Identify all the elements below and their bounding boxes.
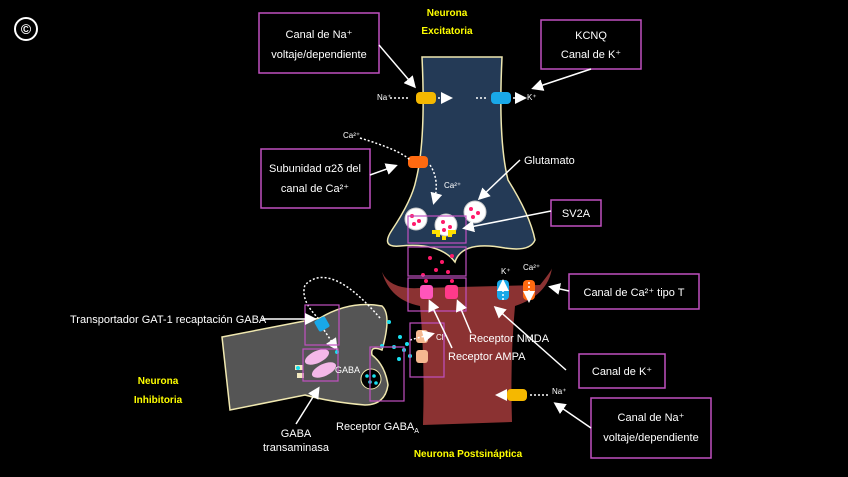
- label-receptor-gaba-a: Receptor GABAA: [336, 421, 419, 435]
- title-inhibitory-1: Neurona: [138, 376, 179, 387]
- ion-ca-in: Ca²⁺: [444, 181, 461, 190]
- ion-na-post: Na⁺: [552, 387, 566, 396]
- glutamate-vesicles: [404, 200, 487, 237]
- gaba-vesicle: [360, 368, 382, 390]
- svg-text:©: ©: [21, 21, 32, 37]
- label-receptor-nmda: Receptor NMDA: [469, 333, 550, 345]
- ion-k-post: K⁺: [501, 267, 511, 276]
- title-excitatory-1: Neurona: [427, 8, 468, 19]
- ion-ca-out: Ca²⁺: [343, 131, 360, 140]
- title-inhibitory-2: Inhibitoria: [134, 395, 183, 406]
- label-gaba: GABA: [335, 365, 360, 375]
- callout-na-top-1: Canal de Na⁺: [286, 29, 353, 41]
- glutamate-molecules: [410, 207, 480, 283]
- callout-na-bottom-2: voltaje/dependiente: [603, 432, 698, 444]
- kcnq-channel: [491, 92, 511, 104]
- label-gaba-transaminasa-1: GABA: [281, 428, 312, 440]
- callout-kcnq-2: Canal de K⁺: [561, 49, 621, 61]
- ampa-receptor: [445, 285, 458, 299]
- callout-ca-t: Canal de Ca²⁺ tipo T: [584, 287, 685, 299]
- ion-k-top: K⁺: [527, 93, 537, 102]
- ion-ca-post: Ca²⁺: [523, 263, 540, 272]
- callout-ca-subunit-1: Subunidad α2δ del: [269, 163, 361, 175]
- nmda-receptor: [420, 285, 433, 299]
- copyright-icon: ©: [14, 17, 38, 41]
- callout-ca-subunit-2: canal de Ca²⁺: [281, 183, 349, 195]
- label-gaba-transaminasa-2: transaminasa: [263, 442, 330, 454]
- ca-channel-a2d: [408, 156, 428, 168]
- gaba-a-receptor-2: [416, 350, 428, 363]
- label-glutamato: Glutamato: [524, 155, 575, 167]
- sv2a-protein: [432, 230, 456, 240]
- label-receptor-ampa: Receptor AMPA: [448, 351, 526, 363]
- ion-na-top: Na⁺: [377, 93, 391, 102]
- callout-kcnq-1: KCNQ: [575, 30, 607, 42]
- gat1-transporter: [314, 316, 330, 332]
- callout-na-top-2: voltaje/dependiente: [271, 49, 366, 61]
- postsynaptic-neuron: [382, 268, 552, 425]
- callout-sv2a: SV2A: [562, 208, 591, 220]
- ion-cl: Cl⁻: [436, 333, 448, 342]
- title-excitatory-2: Excitatoria: [421, 26, 473, 37]
- label-gat1: Transportador GAT-1 recaptación GABA: [70, 314, 267, 326]
- callout-na-bottom-1: Canal de Na⁺: [618, 412, 685, 424]
- na-channel-post: [507, 389, 527, 401]
- title-postsynaptic: Neurona Postsináptica: [414, 449, 523, 460]
- inhibitory-neuron: [221, 303, 389, 411]
- callout-k-channel: Canal de K⁺: [592, 366, 652, 378]
- na-channel-top: [416, 92, 436, 104]
- excitatory-neuron: [386, 56, 536, 264]
